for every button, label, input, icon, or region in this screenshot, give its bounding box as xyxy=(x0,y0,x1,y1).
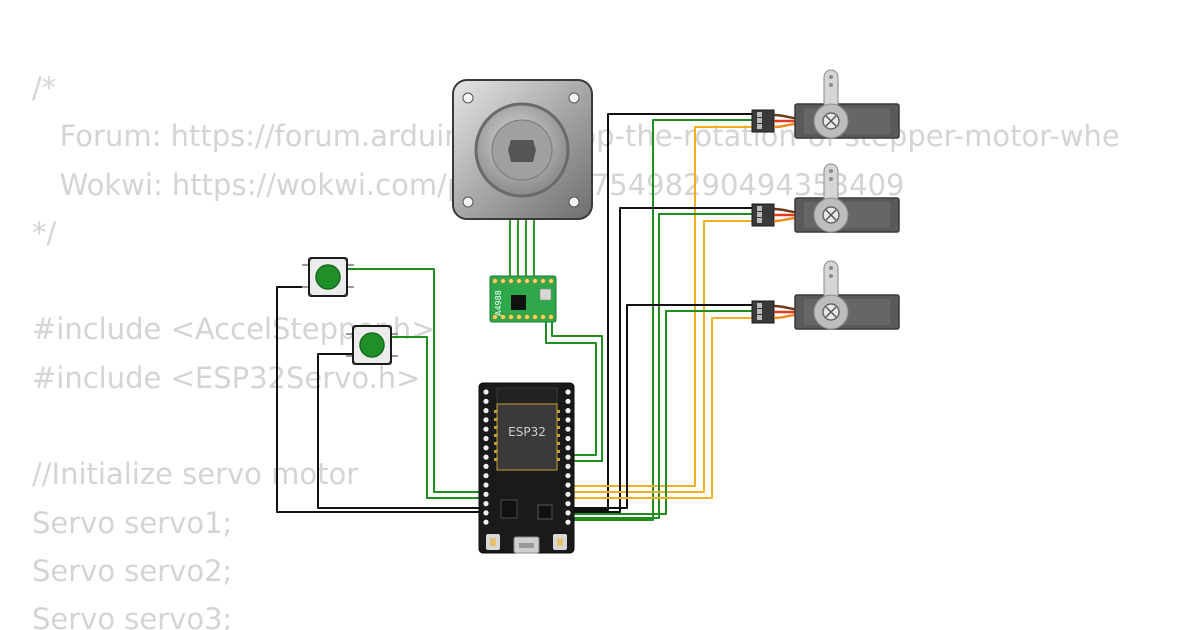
stepper-mount-hole xyxy=(462,92,474,104)
esp32-pin[interactable] xyxy=(565,435,571,442)
esp32-pin[interactable] xyxy=(565,473,571,479)
code-line: */ xyxy=(32,215,57,250)
esp32-pin[interactable] xyxy=(565,454,571,460)
servo-horn-hole xyxy=(829,274,833,278)
stepper-mount-hole xyxy=(462,196,474,208)
wire-driver-dir[interactable] xyxy=(551,322,603,462)
esp32-pin[interactable] xyxy=(483,473,489,479)
button-cap[interactable] xyxy=(315,264,341,290)
esp32-pin[interactable] xyxy=(483,510,489,516)
esp32-pin[interactable] xyxy=(483,445,489,451)
esp32-pin[interactable] xyxy=(483,426,489,432)
esp32-pin[interactable] xyxy=(565,510,571,516)
driver-pin-row-top xyxy=(492,278,554,284)
esp32-devkit[interactable]: ESP32 xyxy=(478,382,575,554)
esp32-pin[interactable] xyxy=(565,426,571,432)
esp32-pin-header-left xyxy=(483,389,489,525)
servo-motor-1[interactable] xyxy=(751,69,900,139)
servo-connector[interactable] xyxy=(751,300,775,324)
esp32-pin[interactable] xyxy=(483,408,489,414)
code-line: Servo servo1; xyxy=(32,505,233,540)
servo-group xyxy=(751,69,900,330)
code-line: Forum: https://forum.arduino.cc/t/stop-t… xyxy=(59,119,1120,154)
wire-servo1-signal[interactable] xyxy=(568,126,755,487)
wire-servo2-vcc[interactable] xyxy=(568,213,755,519)
driver-chip xyxy=(511,295,526,310)
esp32-module-pads xyxy=(494,410,560,461)
stepper-mount-hole xyxy=(568,196,580,208)
wire-driver-step[interactable] xyxy=(545,322,597,456)
esp32-pin[interactable] xyxy=(565,389,571,395)
esp32-antenna xyxy=(496,387,558,405)
stepper-motor[interactable] xyxy=(452,79,593,220)
esp32-pin[interactable] xyxy=(483,501,489,507)
servo-connector[interactable] xyxy=(751,203,775,227)
code-line: Servo servo2; xyxy=(32,553,233,588)
esp32-pin[interactable] xyxy=(483,463,489,469)
esp32-pin[interactable] xyxy=(565,408,571,414)
code-line: Servo servo3; xyxy=(32,602,233,630)
esp32-pin[interactable] xyxy=(565,445,571,451)
esp32-pin[interactable] xyxy=(565,482,571,488)
esp32-pin[interactable] xyxy=(483,417,489,423)
code-line: //Initialize servo motor xyxy=(32,457,359,492)
esp32-usb-chip xyxy=(537,504,553,520)
esp32-pin[interactable] xyxy=(565,491,571,497)
wire-button1-gnd[interactable] xyxy=(276,286,484,513)
esp32-pin[interactable] xyxy=(565,519,571,525)
code-line: #include <ESP32Servo.h> xyxy=(32,360,421,395)
wire-servo1-vcc[interactable] xyxy=(568,119,755,521)
wire-button2-gnd[interactable] xyxy=(317,353,484,509)
servo-motor-3[interactable] xyxy=(751,260,900,330)
code-line: /* xyxy=(32,71,57,105)
servo-horn-hole xyxy=(829,266,833,270)
servo-motor-2[interactable] xyxy=(751,163,900,233)
wire-servo2-gnd[interactable] xyxy=(568,207,755,513)
esp32-pin[interactable] xyxy=(483,435,489,442)
driver-pin-row-bottom xyxy=(492,314,554,320)
esp32-reset-button[interactable] xyxy=(553,534,567,550)
esp32-regulator xyxy=(500,499,518,519)
esp32-pin[interactable] xyxy=(483,491,489,497)
esp32-pin[interactable] xyxy=(483,389,489,395)
esp32-pin[interactable] xyxy=(483,482,489,488)
wire-servo3-signal[interactable] xyxy=(568,317,755,499)
esp32-pin[interactable] xyxy=(565,417,571,423)
esp32-label: ESP32 xyxy=(508,425,546,439)
wire-button1-to-esp32[interactable] xyxy=(348,268,484,493)
esp32-pin[interactable] xyxy=(483,398,489,404)
servo-connector[interactable] xyxy=(751,109,775,133)
servo-horn-hole xyxy=(829,83,833,87)
esp32-pin[interactable] xyxy=(565,463,571,469)
push-button-2[interactable] xyxy=(346,325,398,365)
esp32-pin[interactable] xyxy=(483,519,489,525)
wires xyxy=(276,113,755,521)
wire-servo3-gnd[interactable] xyxy=(568,304,755,509)
button-cap[interactable] xyxy=(359,332,385,358)
esp32-pin-header-right xyxy=(565,389,571,525)
esp32-pin[interactable] xyxy=(565,501,571,507)
driver-label: A4988 xyxy=(494,290,503,316)
driver-potentiometer xyxy=(539,288,552,301)
servo-horn-hole xyxy=(829,75,833,79)
wire-button2-to-esp32[interactable] xyxy=(392,336,484,499)
push-button-1[interactable] xyxy=(302,257,354,297)
servo-horn-hole xyxy=(829,177,833,181)
stepper-shaft xyxy=(508,140,536,162)
wire-servo2-signal[interactable] xyxy=(568,220,755,493)
esp32-pin[interactable] xyxy=(483,454,489,460)
esp32-boot-button[interactable] xyxy=(486,534,500,550)
wire-servo1-gnd[interactable] xyxy=(568,113,755,511)
servo-horn-hole xyxy=(829,169,833,173)
a4988-driver[interactable]: A4988 xyxy=(489,275,557,326)
esp32-pin[interactable] xyxy=(565,398,571,404)
wire-servo3-vcc[interactable] xyxy=(568,310,755,515)
stepper-mount-hole xyxy=(568,92,580,104)
